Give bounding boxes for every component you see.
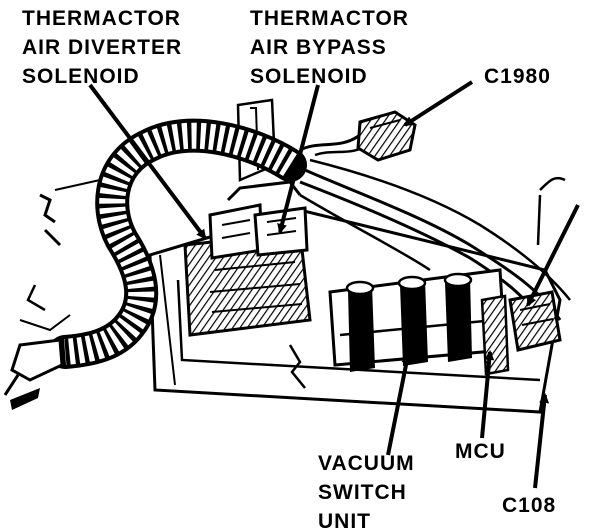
label-air-diverter-line-1: THERMACTOR [22,7,181,30]
label-air-bypass-solenoid: THERMACTOR AIR BYPASS SOLENOID [250,4,409,91]
label-air-diverter-solenoid: THERMACTOR AIR DIVERTER SOLENOID [22,4,182,91]
wiring-harness [3,118,307,410]
label-mcu: MCU [455,440,506,463]
label-air-bypass-line-2: AIR BYPASS [250,36,387,59]
label-vacuum-switch-line-3: UNIT [318,510,371,528]
label-c108: C108 [502,494,557,517]
label-vacuum-switch-line-2: SWITCH [318,481,407,504]
label-c1980: C1980 [484,65,551,88]
label-air-diverter-line-3: SOLENOID [22,65,140,88]
label-vacuum-switch-line-1: VACUUM [318,452,415,475]
leader-lines [88,80,580,489]
c108-upper-leader [526,204,580,307]
air-bypass-leader [277,84,320,234]
label-air-bypass-line-3: SOLENOID [250,65,368,88]
label-air-bypass-line-1: THERMACTOR [250,7,409,30]
vacuum-switch-leader [386,353,412,456]
solenoid-block [183,180,312,337]
c1980-leader [403,80,474,127]
c108-leader [533,393,550,489]
mcu-leader [480,350,495,439]
mcu-module [480,294,510,376]
label-air-diverter-line-2: AIR DIVERTER [22,36,183,59]
label-vacuum-switch-unit: VACUUM SWITCH UNIT [318,449,415,528]
c1980-connector [356,110,417,162]
air-diverter-leader [88,83,207,240]
c108-connector [508,290,562,352]
vacuum-switch-unit [328,268,507,372]
